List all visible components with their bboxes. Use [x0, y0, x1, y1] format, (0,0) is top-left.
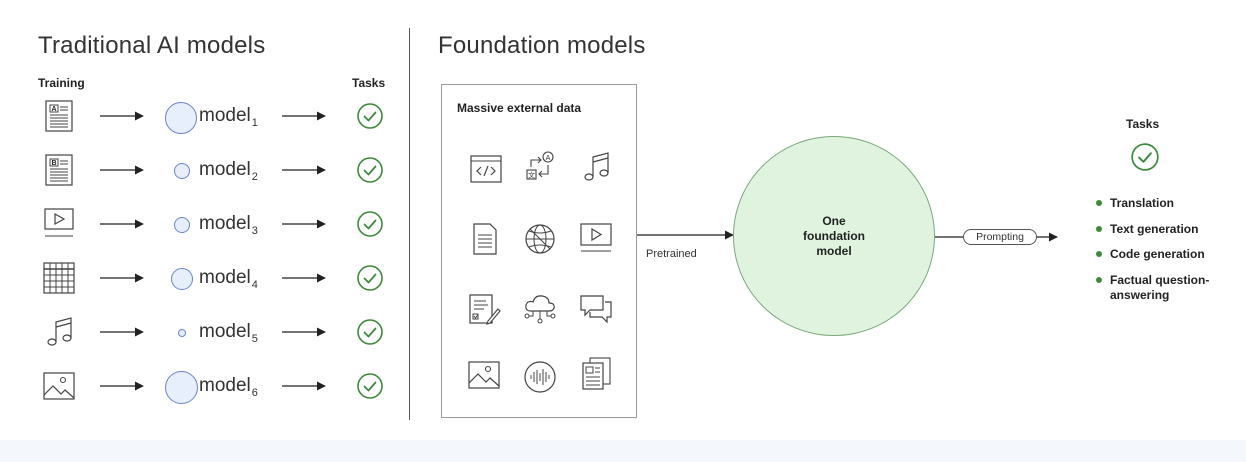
svg-text:B: B	[51, 160, 56, 167]
tasks-label-left: Tasks	[352, 76, 386, 90]
arrow-to-task	[282, 273, 326, 283]
arrow-to-task	[282, 327, 326, 337]
arrow-to-model	[100, 165, 144, 175]
task-item: Code generation	[1096, 247, 1240, 262]
data-box-title: Massive external data	[457, 101, 582, 115]
arrow-to-task	[282, 165, 326, 175]
pretrained-arrow	[637, 230, 734, 240]
model-label: model4	[199, 267, 258, 291]
tasks-label-right: Tasks	[1126, 117, 1160, 131]
svg-text:文: 文	[528, 171, 535, 180]
table-icon	[43, 262, 75, 294]
arrow-to-task	[282, 381, 326, 391]
foundation-model-circle	[733, 136, 935, 336]
video-icon	[580, 223, 612, 252]
cloud-network-icon	[524, 295, 556, 324]
svg-text:A: A	[51, 106, 56, 113]
check-circle-icon	[357, 211, 383, 237]
arrow-to-model	[100, 219, 144, 229]
model-label: model5	[199, 321, 258, 345]
arrow-to-task	[282, 111, 326, 121]
model-row-6: model6	[0, 366, 405, 410]
document-b-icon: B	[45, 154, 73, 186]
prompting-label: Prompting	[963, 229, 1037, 245]
document-a-icon: A	[45, 100, 73, 132]
globe-icon	[525, 224, 555, 254]
foundation-models-title: Foundation models	[438, 32, 646, 59]
image-icon	[468, 361, 500, 389]
check-circle-icon	[357, 157, 383, 183]
model-label: model6	[199, 375, 258, 399]
chat-icon	[580, 295, 612, 324]
check-circle-icon	[357, 373, 383, 399]
check-circle-icon	[357, 103, 383, 129]
model-label: model3	[199, 213, 258, 237]
task-item: Translation	[1096, 196, 1240, 211]
arrow-to-model	[100, 381, 144, 391]
model-label: model1	[199, 105, 258, 129]
check-circle-icon	[357, 265, 383, 291]
arrow-to-model	[100, 327, 144, 337]
bottom-strip	[0, 440, 1246, 462]
model-row-5: model5	[0, 312, 405, 356]
image-icon	[43, 372, 75, 400]
music-note-icon	[47, 317, 72, 346]
model-bubble	[165, 102, 197, 134]
model-row-1: A model1	[0, 96, 405, 140]
model-bubble	[171, 268, 193, 290]
arrow-to-task	[282, 219, 326, 229]
model-bubble	[178, 329, 186, 337]
audio-wave-icon	[524, 361, 556, 393]
foundation-model-label: One foundation model	[803, 214, 865, 258]
check-circle-icon	[357, 319, 383, 345]
model-row-4: model4	[0, 258, 405, 302]
task-list: Translation Text generation Code generat…	[1096, 196, 1240, 313]
task-item: Factual question-answering	[1096, 273, 1240, 303]
document-icon	[473, 223, 497, 255]
traditional-models-title: Traditional AI models	[38, 32, 266, 59]
pretrained-label: Pretrained	[646, 248, 697, 260]
model-bubble	[165, 371, 198, 404]
massive-data-box: Massive external data A 文	[441, 84, 637, 418]
video-icon	[44, 208, 74, 237]
documents-icon	[582, 357, 611, 390]
music-note-icon	[584, 152, 609, 181]
section-divider	[409, 28, 410, 420]
code-icon	[470, 155, 502, 183]
model-row-2: B model2	[0, 150, 405, 194]
svg-text:A: A	[546, 155, 551, 162]
training-label: Training	[38, 76, 85, 90]
model-label: model2	[199, 159, 258, 183]
check-circle-icon	[1131, 143, 1159, 171]
task-item: Text generation	[1096, 222, 1240, 237]
translate-icon: A 文	[526, 151, 554, 180]
model-bubble	[174, 217, 190, 233]
model-bubble	[174, 163, 190, 179]
arrow-to-model	[100, 111, 144, 121]
arrow-to-model	[100, 273, 144, 283]
model-row-3: model3	[0, 204, 405, 248]
form-icon	[469, 294, 501, 325]
